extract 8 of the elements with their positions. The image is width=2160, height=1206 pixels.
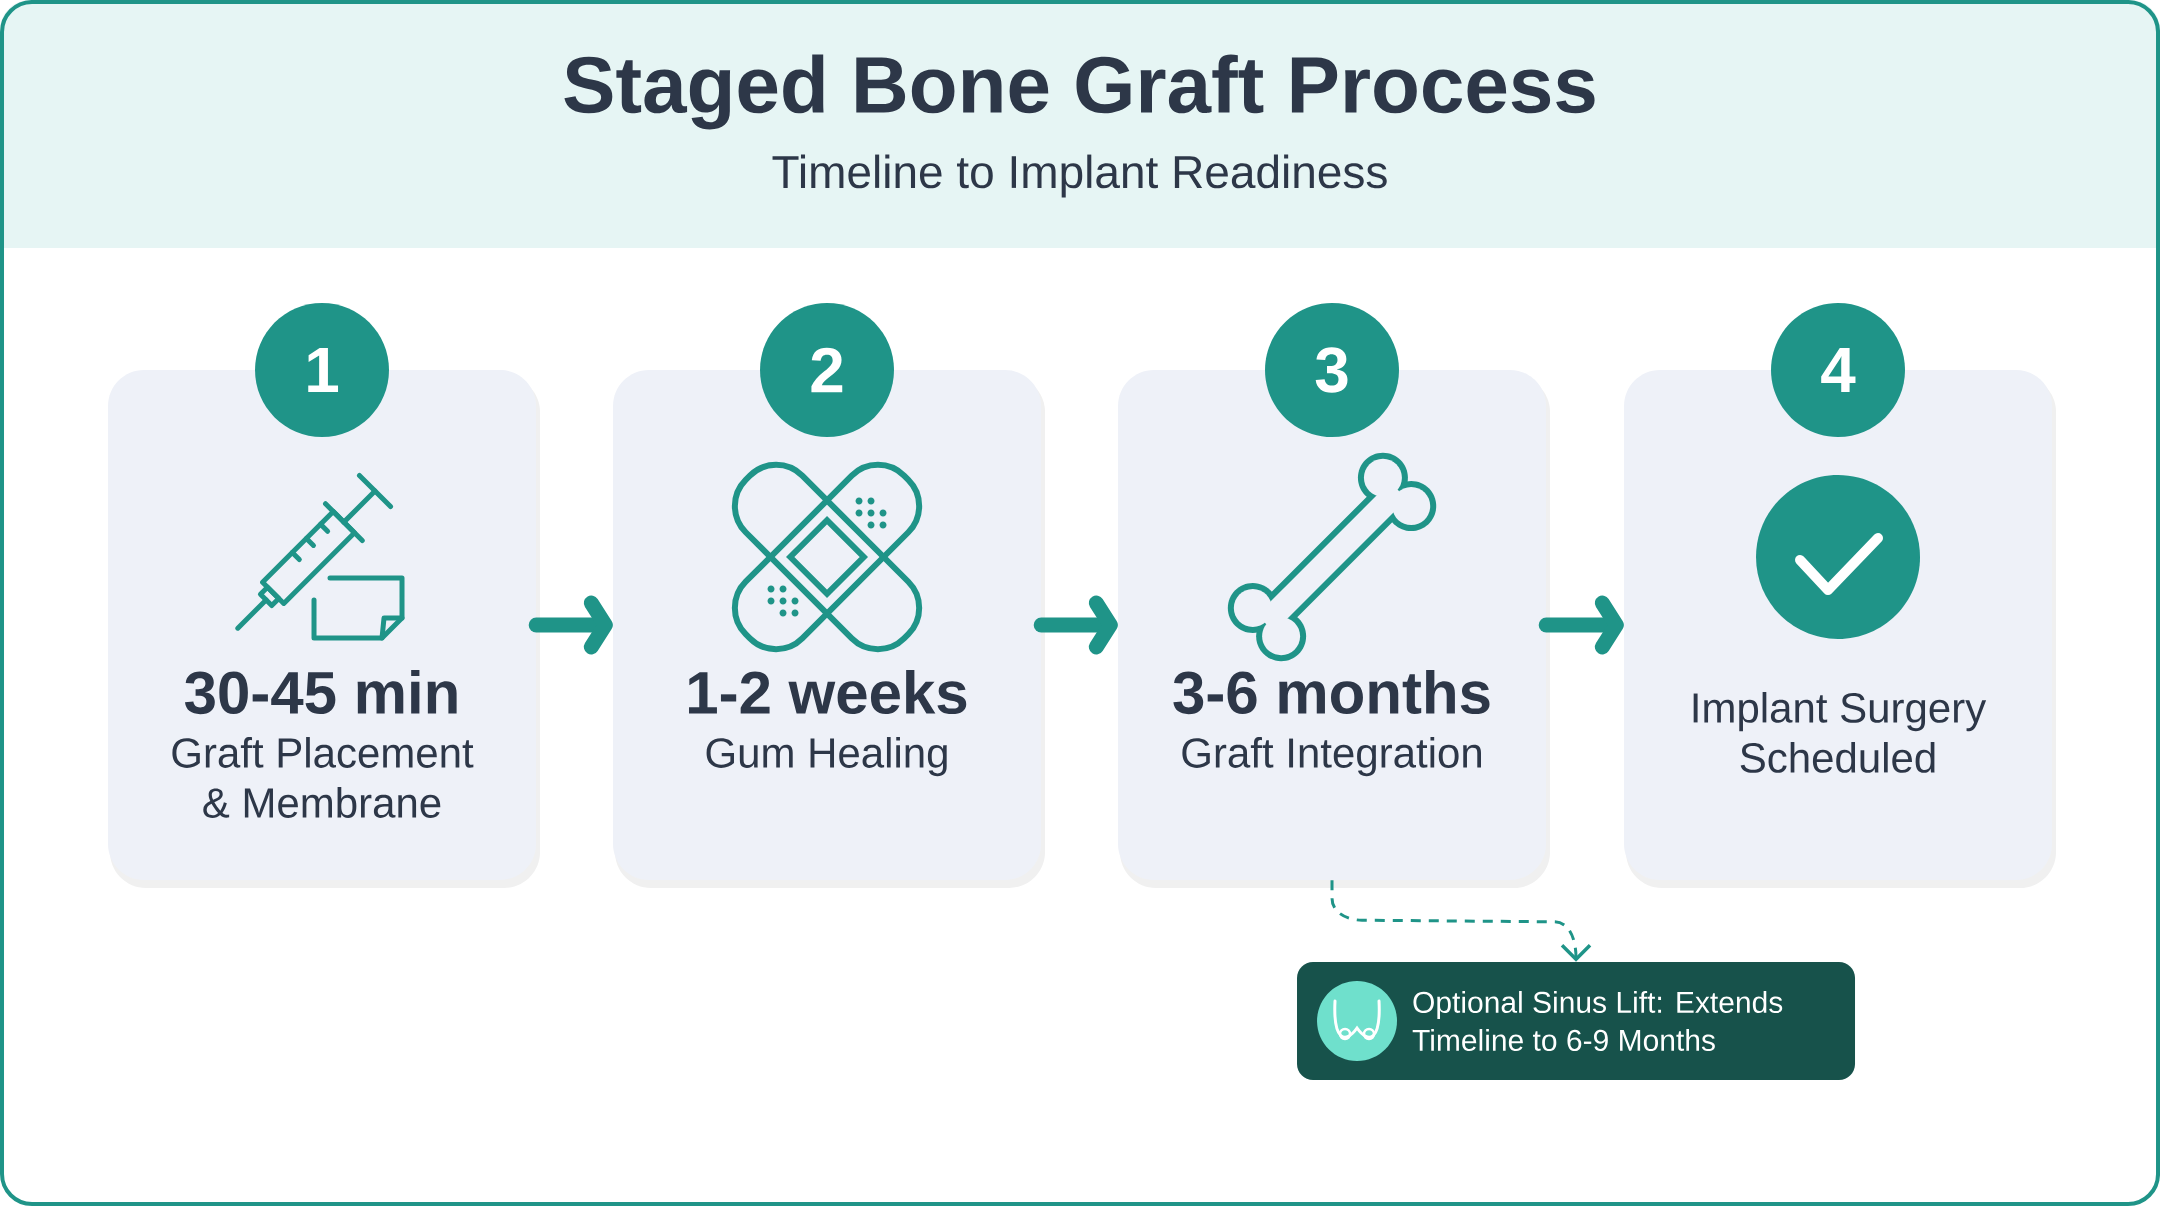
number-badge: 1 [255, 303, 389, 437]
title: Staged Bone Graft Process [564, 54, 1595, 130]
number-badge: 3 [1265, 303, 1399, 437]
number-badge: 2 [760, 303, 894, 437]
number-badge: 4 [1771, 303, 1905, 437]
subtitle: Timeline to Implant Readiness [772, 154, 1387, 198]
callout-box: Optional Sinus Lift: Extends Timeline to 6-9 Months [1297, 962, 1855, 1080]
dashed-arrow [1330, 880, 1592, 962]
